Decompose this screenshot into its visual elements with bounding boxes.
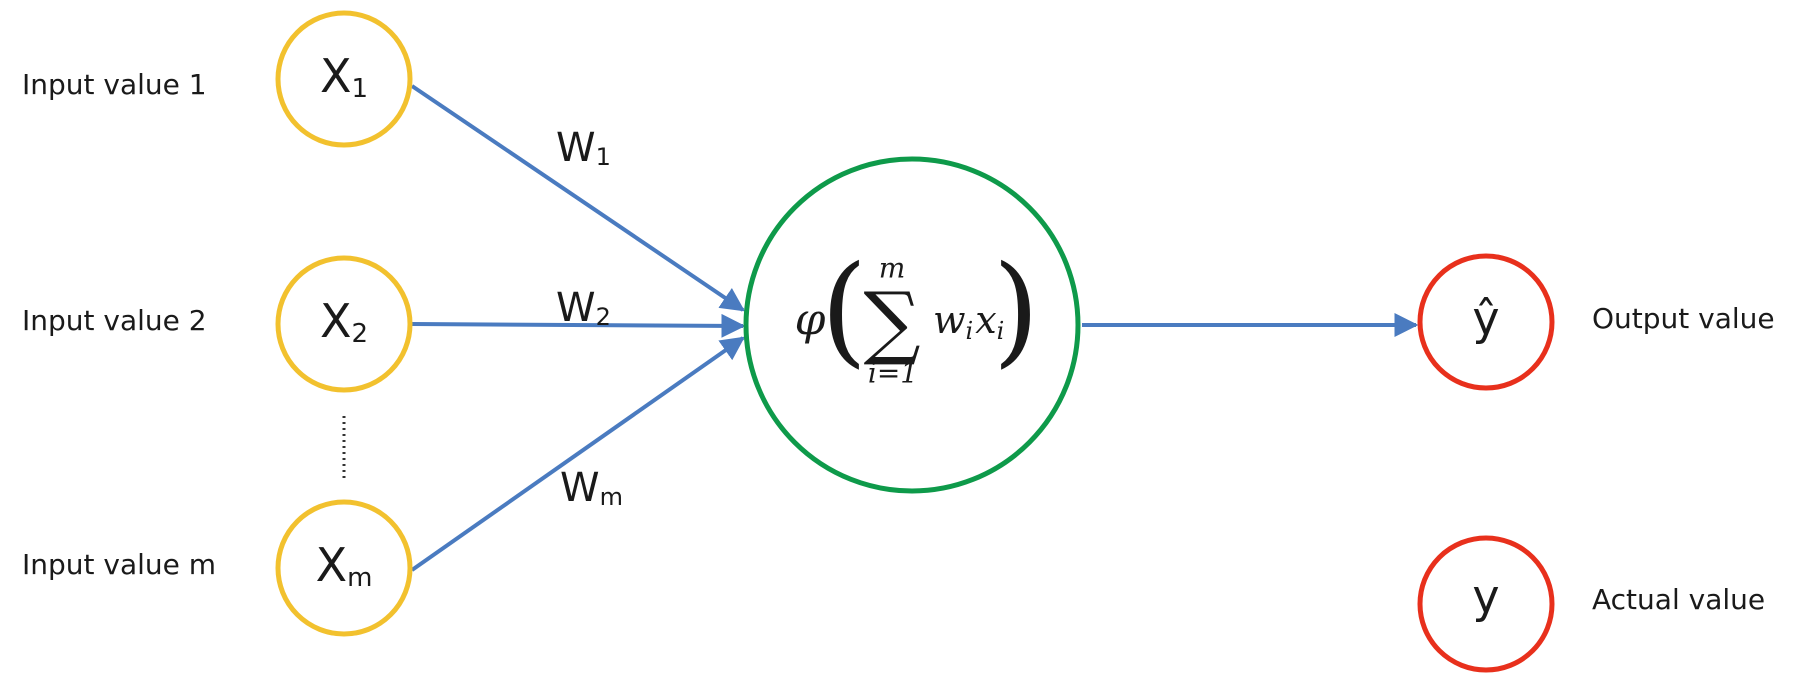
output-label-actual: Actual value — [1592, 583, 1765, 616]
upper-limit: m — [879, 252, 906, 285]
svg-text:Xm: Xm — [316, 538, 373, 593]
term-x: x — [975, 298, 996, 342]
weight-label-m: Wm — [560, 465, 623, 511]
right-paren: ) — [993, 241, 1040, 380]
output-node-predicted: ŷ — [1417, 253, 1555, 391]
input-label-m: Input value m — [22, 548, 216, 581]
left-paren: ( — [821, 241, 868, 380]
weight-1-symbol: W — [556, 125, 596, 171]
output-label-predicted: Output value — [1592, 302, 1775, 335]
input-label-1: Input value 1 — [22, 68, 207, 101]
weight-2-subscript: 2 — [596, 303, 611, 331]
activation-phi: φ — [795, 295, 826, 346]
input-node-1-subscript: 1 — [351, 74, 368, 104]
input-node-2-subscript: 2 — [351, 319, 368, 349]
term-x-sub: i — [997, 317, 1005, 345]
sum-symbol: ∑ — [863, 275, 920, 368]
weight-m-symbol: W — [560, 465, 600, 511]
lower-limit: i=1 — [868, 357, 918, 390]
neuron-node: φ ( m ∑ i=1 wixi ) — [743, 156, 1081, 494]
input-node-m: Xm — [275, 499, 413, 637]
edge-input-2-to-neuron — [411, 313, 746, 338]
term-w: w — [933, 298, 966, 342]
weight-label-1: W1 — [556, 125, 611, 171]
weight-1-subscript: 1 — [596, 143, 611, 171]
input-node-2-symbol: X — [320, 294, 352, 348]
input-node-1-symbol: X — [320, 49, 352, 103]
edge-input-m-to-neuron — [410, 336, 745, 572]
input-node-m-subscript: m — [347, 563, 372, 593]
term-w-sub: i — [966, 317, 974, 345]
output-predicted-symbol: ŷ — [1472, 292, 1499, 346]
summation-term: wixi — [933, 298, 1004, 345]
input-node-2: X2 — [275, 255, 413, 393]
svg-text:X2: X2 — [320, 294, 368, 349]
svg-text:X1: X1 — [320, 49, 368, 104]
weight-m-subscript: m — [600, 483, 623, 511]
input-node-m-symbol: X — [316, 538, 348, 592]
edge-input-1-to-neuron — [410, 84, 745, 312]
weight-label-2: W2 — [556, 285, 611, 331]
input-label-2: Input value 2 — [22, 304, 207, 337]
output-actual-symbol: y — [1472, 570, 1499, 624]
input-node-1: X1 — [275, 10, 413, 148]
weight-2-symbol: W — [556, 285, 596, 331]
output-node-actual: y — [1417, 535, 1555, 673]
